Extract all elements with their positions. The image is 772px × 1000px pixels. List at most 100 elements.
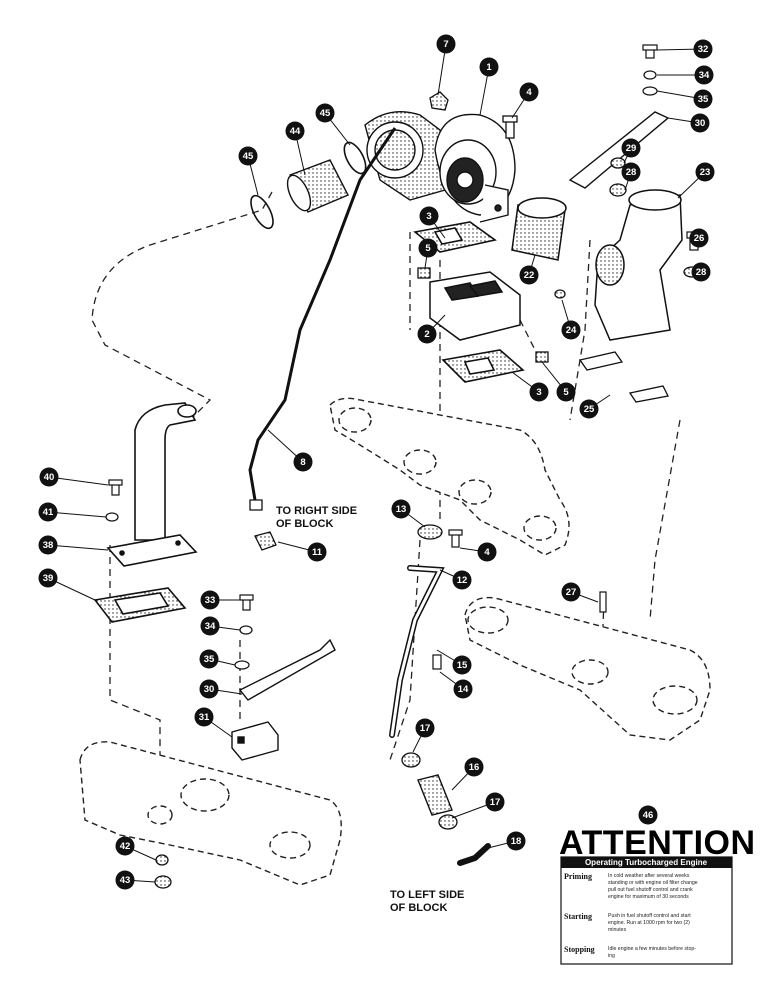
callout-bubble	[315, 103, 335, 123]
callout-bubble	[464, 757, 484, 777]
gasket	[417, 524, 443, 540]
callout-4: 4	[459, 542, 497, 562]
callout-12: 12	[439, 569, 472, 590]
callout-bubble	[529, 382, 549, 402]
callout-43: 43	[115, 870, 156, 890]
oil-line	[248, 127, 397, 501]
callout-number: 38	[43, 540, 54, 551]
callout-number: 25	[584, 404, 595, 415]
callout-number: 23	[700, 167, 711, 178]
callout-number: 26	[694, 233, 705, 244]
attention-section-line: standing or with engine oil filter chang…	[608, 880, 698, 886]
callout-3: 3	[419, 206, 446, 239]
callout-number: 14	[458, 684, 469, 695]
callout-bubble	[194, 707, 214, 727]
callout-45: 45	[238, 146, 259, 196]
callout-42: 42	[115, 836, 157, 861]
callout-bubble	[695, 162, 715, 182]
attention-decal: ATTENTION Operating Turbocharged Engine …	[559, 824, 756, 965]
callout-number: 12	[457, 575, 468, 586]
callout-number: 5	[563, 387, 569, 398]
callout-7: 7	[436, 34, 456, 96]
callout-bubble	[556, 382, 576, 402]
callout-32: 32	[656, 39, 713, 59]
callout-bubble	[621, 138, 641, 158]
callout-bubble	[293, 452, 313, 472]
gasket	[93, 587, 187, 623]
callout-bubble	[691, 262, 711, 282]
callout-number: 4	[484, 547, 490, 558]
callout-30: 30	[667, 113, 710, 133]
attention-section-line: Push in fuel shutoff control and start	[608, 913, 691, 919]
callout-bubble	[690, 113, 710, 133]
callout-bubble	[477, 542, 497, 562]
elbow-fitting	[429, 91, 449, 111]
callout-bubble	[561, 582, 581, 602]
adapter	[429, 271, 521, 341]
plate	[578, 351, 669, 403]
callout-bubble	[419, 206, 439, 226]
callout-number: 40	[44, 472, 55, 483]
callout-39: 39	[38, 568, 96, 601]
callout-bubble	[561, 320, 581, 340]
callout-bubble	[418, 238, 438, 258]
attention-section-key: Priming	[564, 872, 592, 881]
hose-clamp	[401, 752, 458, 830]
bolt	[502, 115, 518, 139]
callout-bubble	[485, 792, 505, 812]
callout-34: 34	[657, 65, 714, 85]
callout-bubble	[436, 34, 456, 54]
callout-22: 22	[519, 254, 539, 285]
callout-5: 5	[418, 238, 438, 269]
attention-section-line: minutes	[608, 927, 627, 933]
callout-38: 38	[38, 535, 109, 555]
callout-number: 17	[490, 797, 501, 808]
callout-bubble	[519, 265, 539, 285]
callout-number: 3	[536, 387, 541, 398]
attention-title: ATTENTION	[559, 824, 756, 862]
leader-line	[48, 476, 109, 486]
callout-number: 30	[695, 118, 706, 129]
note-left-side: TO LEFT SIDE OF BLOCK	[390, 889, 464, 914]
attention-section-starting: Starting Push in fuel shutoff control and…	[564, 912, 691, 933]
callout-number: 29	[626, 143, 637, 154]
callout-34: 34	[200, 616, 241, 636]
hose	[286, 159, 349, 213]
callout-number: 35	[204, 654, 215, 665]
callout-bubble	[285, 121, 305, 141]
callout-bubble	[479, 57, 499, 77]
elbow-fitting	[457, 843, 491, 866]
callout-33: 33	[200, 590, 240, 610]
oil-return-tube	[389, 565, 445, 738]
attention-section-key: Stopping	[564, 945, 595, 954]
callout-number: 28	[626, 167, 637, 178]
callout-13: 13	[391, 499, 426, 528]
attention-section-line: engine for maximum of 30 seconds	[608, 894, 689, 900]
callout-31: 31	[194, 707, 233, 738]
attention-section-line: ing	[608, 953, 615, 959]
fitting	[249, 499, 277, 551]
svg-text:OF BLOCK: OF BLOCK	[276, 518, 333, 530]
leader-line	[47, 511, 107, 518]
callout-number: 15	[457, 660, 468, 671]
callout-bubble	[307, 542, 327, 562]
callout-17: 17	[412, 718, 435, 753]
intake-manifold-left-phantom	[79, 741, 342, 886]
callout-number: 28	[696, 267, 707, 278]
callout-46: 46	[638, 805, 658, 825]
callout-number: 30	[204, 684, 215, 695]
svg-text:TO LEFT SIDE: TO LEFT SIDE	[390, 889, 464, 901]
callout-bubble	[39, 467, 59, 487]
callout-24: 24	[561, 299, 581, 340]
callout-bubble	[199, 679, 219, 699]
callout-25: 25	[579, 394, 611, 419]
callout-number: 2	[424, 329, 429, 340]
callout-15: 15	[436, 649, 472, 675]
callout-bubble	[638, 805, 658, 825]
callout-bubble	[38, 535, 58, 555]
attention-section-key: Starting	[564, 912, 592, 921]
callout-bubble	[200, 616, 220, 636]
callout-bubble	[38, 502, 58, 522]
